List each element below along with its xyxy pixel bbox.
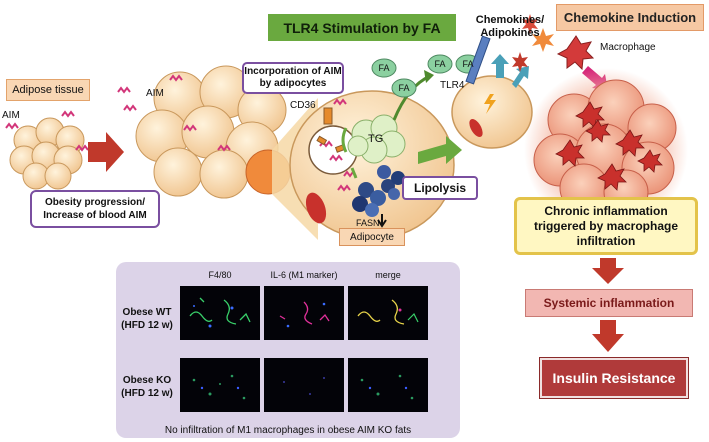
progression-arrow bbox=[88, 132, 124, 172]
flow-arrows bbox=[592, 258, 624, 352]
adipose-tissue-label: Adipose tissue bbox=[6, 79, 90, 101]
release-arrows bbox=[491, 54, 529, 88]
micrograph-ko-merge bbox=[348, 358, 428, 412]
adipose-cluster-large bbox=[135, 65, 287, 199]
signal-bolt bbox=[484, 94, 496, 114]
macrophage-label: Macrophage bbox=[600, 42, 656, 53]
fa-molecules bbox=[371, 54, 481, 98]
cd36-receptor bbox=[323, 107, 333, 125]
fasn-molecule bbox=[352, 165, 405, 217]
panel-caption: No infiltration of M1 macrophages in obe… bbox=[164, 425, 412, 436]
adipocyte-label: Adipocyte bbox=[339, 228, 405, 246]
aim-label-cluster: AIM bbox=[146, 88, 164, 99]
cd36-label: CD36 bbox=[290, 100, 316, 111]
micrograph-wt-f480 bbox=[180, 286, 260, 340]
tlr4-stimulation-title: TLR4 Stimulation by FA bbox=[268, 14, 456, 41]
obesity-progression-label: Obesity progression/ Increase of blood A… bbox=[30, 190, 160, 228]
tg-droplet bbox=[347, 114, 406, 164]
row-label-obese-wt: Obese WT (HFD 12 w) bbox=[121, 307, 173, 331]
chemokine-induction-label: Chemokine Induction bbox=[556, 4, 704, 31]
fa-label-2: FA bbox=[398, 83, 410, 93]
macrophage-symbol bbox=[556, 35, 595, 71]
systemic-inflammation-label: Systemic inflammation bbox=[525, 289, 693, 317]
column-header-il6: IL-6 (M1 marker) bbox=[270, 270, 338, 280]
incorporation-label: Incorporation of AIM by adipocytes bbox=[242, 62, 344, 94]
micrograph-ko-f480 bbox=[180, 358, 260, 412]
adipose-cluster-small bbox=[9, 117, 85, 190]
fasn-label: FASN bbox=[356, 218, 380, 228]
nucleus bbox=[305, 192, 327, 224]
column-header-merge: merge bbox=[375, 270, 401, 280]
fa-label-1: FA bbox=[378, 63, 390, 73]
aim-label-left: AIM bbox=[2, 110, 20, 121]
chronic-inflammation-label: Chronic inflammation triggered by macrop… bbox=[514, 197, 698, 255]
insulin-resistance-label: Insulin Resistance bbox=[540, 358, 688, 398]
fa-label-3: FA bbox=[434, 59, 446, 69]
lipolysis-label: Lipolysis bbox=[402, 176, 478, 200]
aim-symbols-left bbox=[5, 110, 89, 152]
tg-label: TG bbox=[368, 133, 384, 145]
chemokine-symbols bbox=[512, 14, 554, 72]
fa-label-4: FA bbox=[462, 59, 474, 69]
column-header-f480: F4/80 bbox=[208, 270, 232, 280]
tlr4-receptor bbox=[465, 35, 491, 85]
micrograph-wt-il6 bbox=[264, 286, 344, 340]
chemokines-adipokines-label: Chemokines/ Adipokines bbox=[475, 14, 545, 39]
infiltrated-macrophages bbox=[555, 101, 663, 191]
micrograph-ko-il6 bbox=[264, 358, 344, 412]
tlr4-label: TLR4 bbox=[440, 80, 465, 91]
row-label-obese-ko: Obese KO (HFD 12 w) bbox=[121, 375, 173, 399]
micrograph-wt-merge bbox=[348, 286, 428, 340]
